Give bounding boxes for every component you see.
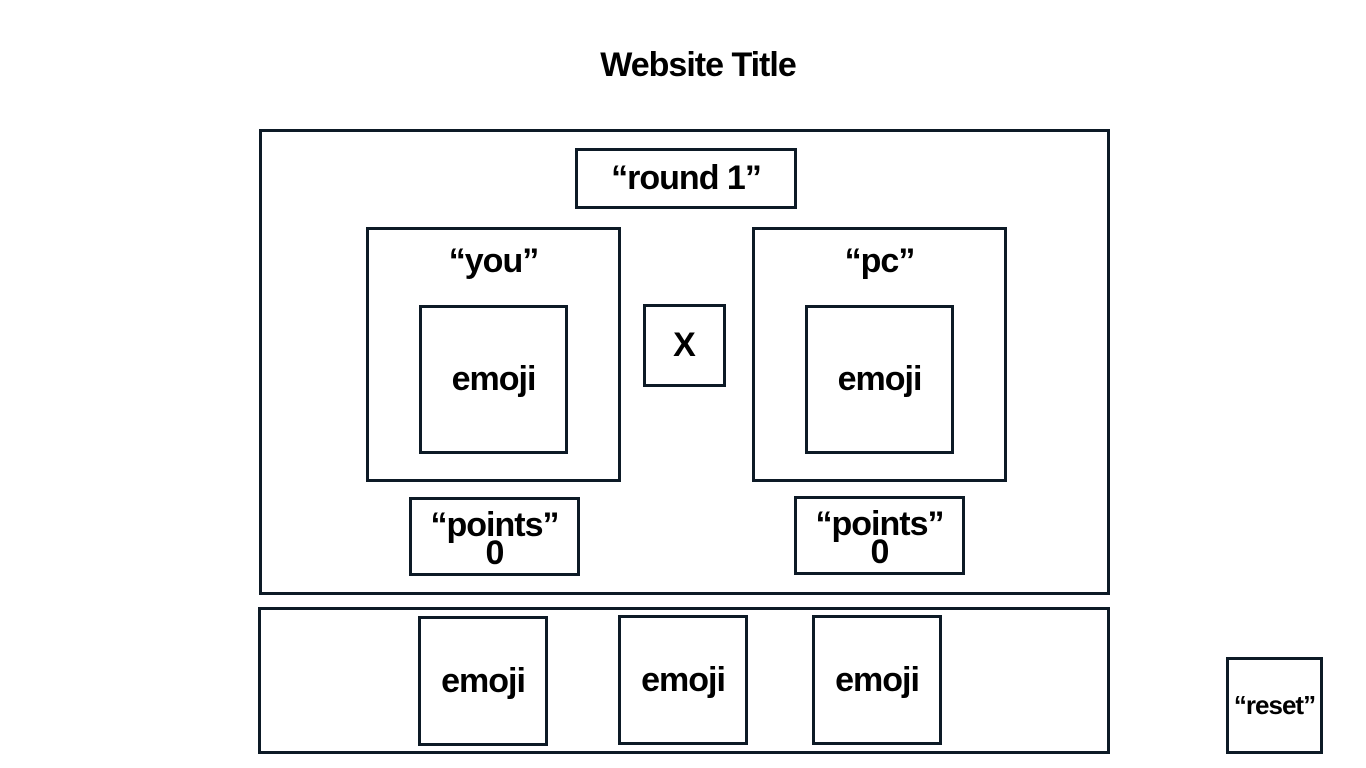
computer-points-box: “points” 0 <box>794 496 965 575</box>
reset-label: “reset” <box>1233 690 1316 720</box>
player-points-value: 0 <box>485 533 505 572</box>
versus-marker: X <box>643 304 726 387</box>
player-points-label: “points” <box>430 505 560 544</box>
computer-points-value: 0 <box>870 532 890 571</box>
versus-symbol: X <box>673 326 696 364</box>
option-emoji: emoji <box>441 661 526 700</box>
player-choice-slot: emoji <box>419 305 568 454</box>
page-title: Website Title <box>600 46 796 84</box>
option-button-1[interactable]: emoji <box>418 616 548 746</box>
option-emoji: emoji <box>641 660 726 699</box>
player-choice-emoji: emoji <box>451 360 537 398</box>
player-label: “you” <box>448 242 539 280</box>
computer-points-label: “points” <box>815 504 945 543</box>
computer-label: “pc” <box>844 242 916 280</box>
round-label: “round 1” <box>611 159 762 197</box>
option-button-2[interactable]: emoji <box>618 615 748 745</box>
round-indicator: “round 1” <box>575 148 797 209</box>
reset-button[interactable]: “reset” <box>1226 657 1323 754</box>
option-emoji: emoji <box>835 660 920 699</box>
computer-choice-emoji: emoji <box>837 360 923 398</box>
player-points-box: “points” 0 <box>409 497 580 576</box>
option-button-3[interactable]: emoji <box>812 615 942 745</box>
computer-choice-slot: emoji <box>805 305 954 454</box>
